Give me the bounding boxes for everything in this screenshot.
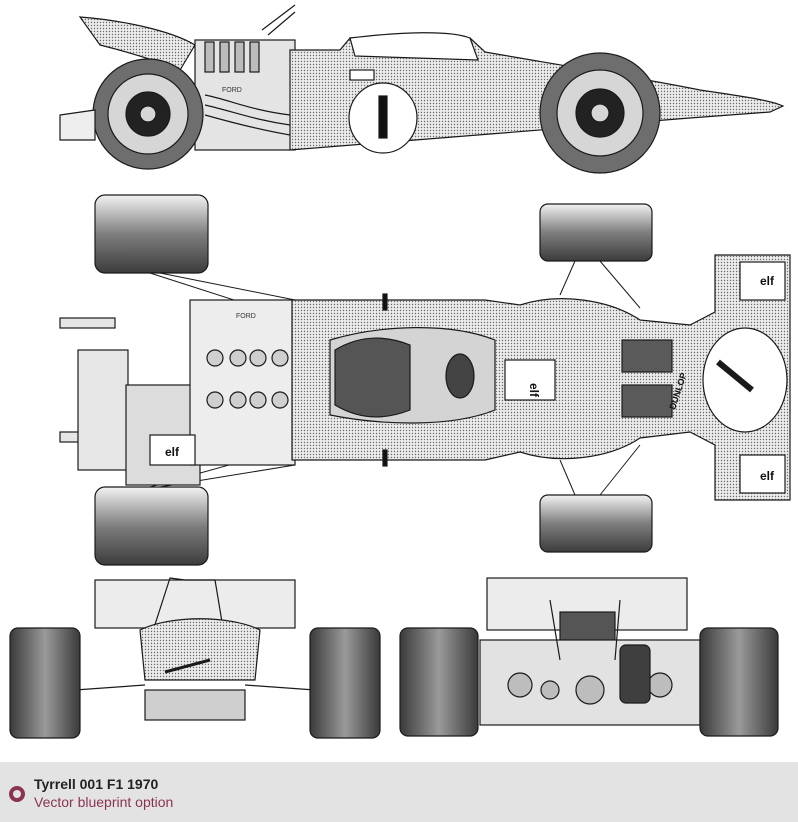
caption-bar: Tyrrell 001 F1 1970 Vector blueprint opt…: [0, 762, 798, 822]
blueprint-image: FORD: [9, 4, 791, 739]
ford-label-side: FORD: [222, 87, 242, 94]
side-view: FORD: [59, 4, 785, 174]
elf-logo-top: elf: [527, 383, 541, 398]
top-view: elf elf elf elf DUNLOP FORD: [59, 194, 791, 566]
rear-view: [399, 577, 779, 737]
circle-bullet-icon: [9, 786, 25, 802]
elf-logo-nose-left: elf: [760, 274, 775, 288]
front-view: [9, 577, 381, 739]
caption-title: Tyrrell 001 F1 1970: [34, 776, 159, 792]
elf-logo-rear: elf: [165, 445, 180, 459]
elf-logo-nose-right: elf: [760, 469, 775, 483]
ford-label-top: FORD: [236, 313, 256, 320]
caption-subtitle-link[interactable]: Vector blueprint option: [34, 794, 174, 810]
